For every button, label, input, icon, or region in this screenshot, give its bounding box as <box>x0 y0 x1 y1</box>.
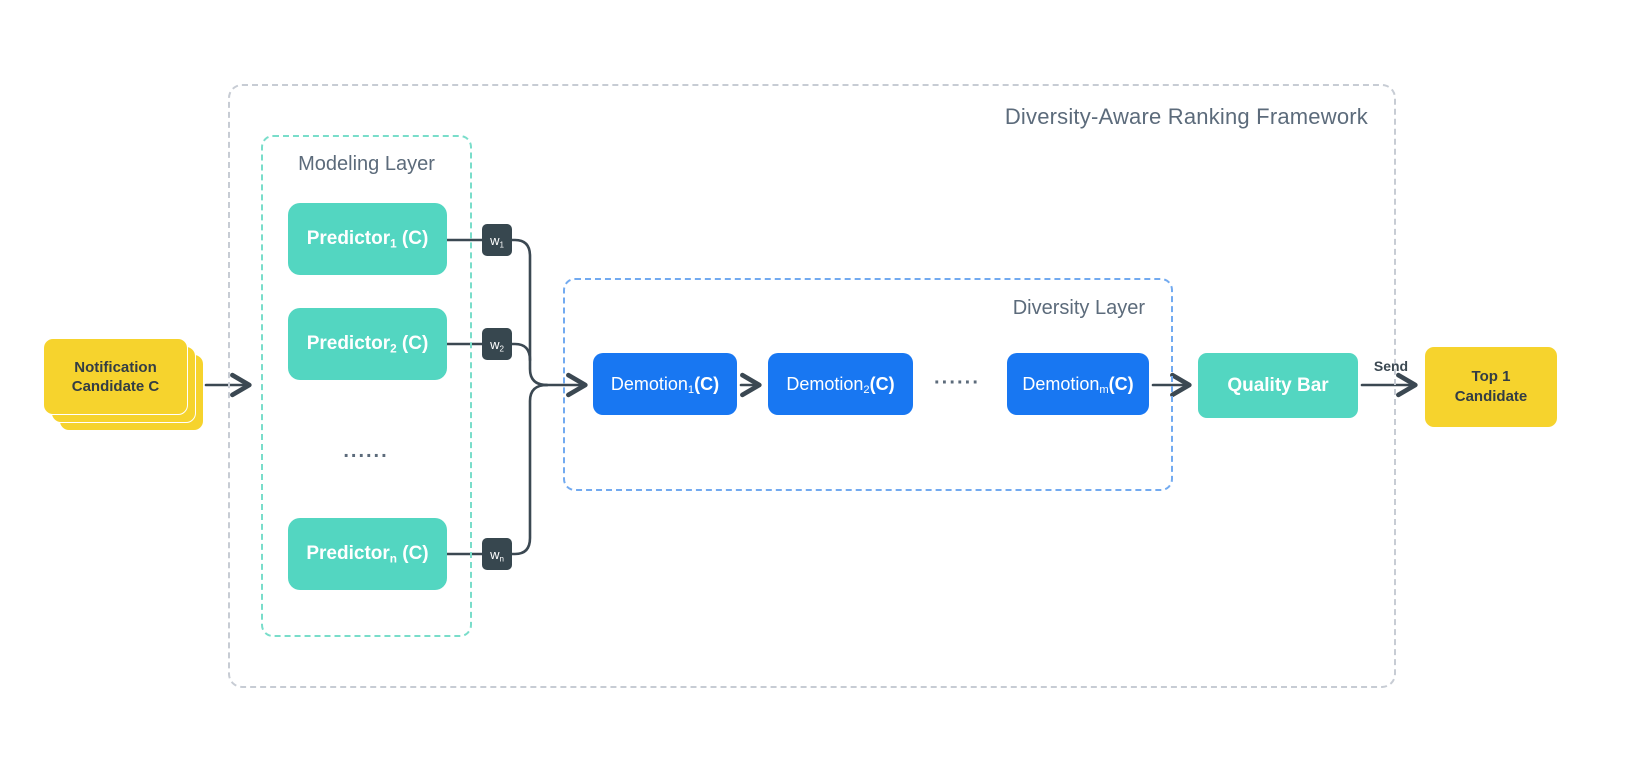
quality-bar-box: Quality Bar <box>1198 353 1358 418</box>
output-candidate-box: Top 1 Candidate <box>1425 347 1557 427</box>
demotion-2-box: Demotion2(C) <box>768 353 913 415</box>
send-label: Send <box>1373 358 1409 374</box>
weight-2-label: w2 <box>490 336 504 353</box>
demotion-1-box: Demotion1(C) <box>593 353 737 415</box>
predictor-n-label: Predictorn (C) <box>306 543 429 566</box>
output-line2: Candidate <box>1454 388 1528 405</box>
input-candidate-stack: Notification Candidate C <box>43 338 206 433</box>
output-line1: Top 1 <box>1471 368 1511 385</box>
quality-bar-label: Quality Bar <box>1227 374 1329 396</box>
weight-1-box: w1 <box>482 224 512 256</box>
predictor-1-box: Predictor1 (C) <box>288 203 447 275</box>
modeling-ellipsis: ...... <box>343 440 389 462</box>
demotion-m-box: Demotionm(C) <box>1007 353 1149 415</box>
diversity-layer-label: Diversity Layer <box>1012 297 1145 319</box>
candidate-card-front: Notification Candidate C <box>43 338 188 415</box>
weight-n-box: wn <box>482 538 512 570</box>
framework-container: Diversity-Aware Ranking Framework <box>228 84 1396 688</box>
demotion-1-label: Demotion1(C) <box>610 373 720 396</box>
predictor-n-box: Predictorn (C) <box>288 518 447 590</box>
predictor-1-label: Predictor1 (C) <box>306 228 429 251</box>
modeling-layer-label: Modeling Layer <box>298 153 435 175</box>
predictor-2-box: Predictor2 (C) <box>288 308 447 380</box>
input-candidate-label: Notification Candidate C <box>71 358 160 395</box>
framework-title: Diversity-Aware Ranking Framework <box>1004 104 1368 129</box>
weight-2-box: w2 <box>482 328 512 360</box>
diversity-layer-container: Diversity Layer <box>563 278 1173 491</box>
modeling-layer-container: Modeling Layer <box>261 135 472 637</box>
weight-1-label: w1 <box>490 232 504 249</box>
diversity-ellipsis: ······ <box>934 372 980 394</box>
predictor-2-label: Predictor2 (C) <box>306 333 429 356</box>
demotion-m-label: Demotionm(C) <box>1022 373 1134 396</box>
demotion-2-label: Demotion2(C) <box>786 373 895 396</box>
weight-n-label: wn <box>490 546 504 563</box>
